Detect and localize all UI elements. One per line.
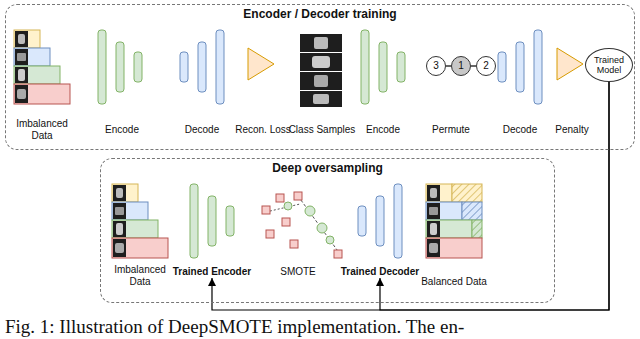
model-ellipse: Trained Model	[585, 48, 633, 82]
panel-title: Deep oversampling	[272, 159, 383, 175]
decoder-figure	[180, 30, 224, 104]
loss-triangle	[248, 48, 274, 80]
stage-panel: Encoder / Decoder trainingImbalanced Dat…	[5, 4, 635, 150]
encoder-figure	[361, 30, 405, 104]
data-block: Balanced Data	[419, 178, 489, 288]
penalty-triangle	[557, 48, 583, 80]
balanced-data-figure	[426, 184, 482, 258]
loss-block: Recon. Loss	[233, 26, 293, 136]
node-label: Imbalanced Data	[104, 264, 176, 288]
permute-circle: 3	[426, 56, 446, 76]
smote-block: SMOTE	[258, 178, 338, 278]
decoder-figure	[498, 30, 542, 104]
node-label: Permute	[432, 124, 470, 136]
trained-decoder-figure	[358, 184, 402, 258]
node-label: Encode	[366, 124, 400, 136]
decoder-block: Decode	[492, 26, 548, 136]
node-label: SMOTE	[280, 266, 316, 278]
trained-encoder-figure	[190, 184, 234, 258]
permute-block: Permute312	[418, 26, 484, 136]
stage-panel: Deep oversamplingImbalanced DataTrained …	[100, 158, 555, 303]
panel-title: Encoder / Decoder training	[243, 5, 396, 21]
encoder-block: Trained Encoder	[171, 178, 253, 278]
samples-block: Class Samples	[286, 26, 358, 136]
encoder-block: Encode	[92, 26, 152, 136]
node-label: Imbalanced Data	[6, 118, 78, 142]
imbalanced-data-figure	[14, 30, 70, 104]
decoder-block: Trained Decoder	[339, 178, 421, 278]
node-label: 2	[483, 60, 489, 72]
smote-scatter	[262, 192, 342, 258]
node-label: Trained Encoder	[173, 266, 251, 278]
class-samples-figure	[300, 34, 342, 107]
node-label: Decode	[185, 124, 219, 136]
encoder-figure	[98, 30, 142, 104]
permute-circle: 1	[451, 56, 471, 76]
node-label: Balanced Data	[421, 276, 487, 288]
node-label: Trained Model	[586, 55, 632, 75]
encoder-block: Encode	[355, 26, 411, 136]
node-label: 3	[433, 60, 439, 72]
permute-circle: 2	[476, 56, 496, 76]
node-label: Penalty	[555, 124, 588, 136]
data-block: Imbalanced Data	[104, 178, 176, 288]
decoder-block: Decode	[172, 26, 232, 136]
node-label: Encode	[105, 124, 139, 136]
penalty-block: Penalty	[550, 26, 594, 136]
connector	[212, 82, 609, 310]
node-label: Class Samples	[289, 124, 356, 136]
node-label: Trained Decoder	[341, 266, 419, 278]
node-label: Decode	[503, 124, 537, 136]
node-label: 1	[458, 60, 464, 72]
figure-caption: Fig. 1: Illustration of DeepSMOTE implem…	[5, 316, 464, 338]
node-label: Recon. Loss	[235, 124, 291, 136]
data-block: Imbalanced Data	[6, 26, 78, 142]
imbalanced-data-figure	[112, 184, 168, 258]
